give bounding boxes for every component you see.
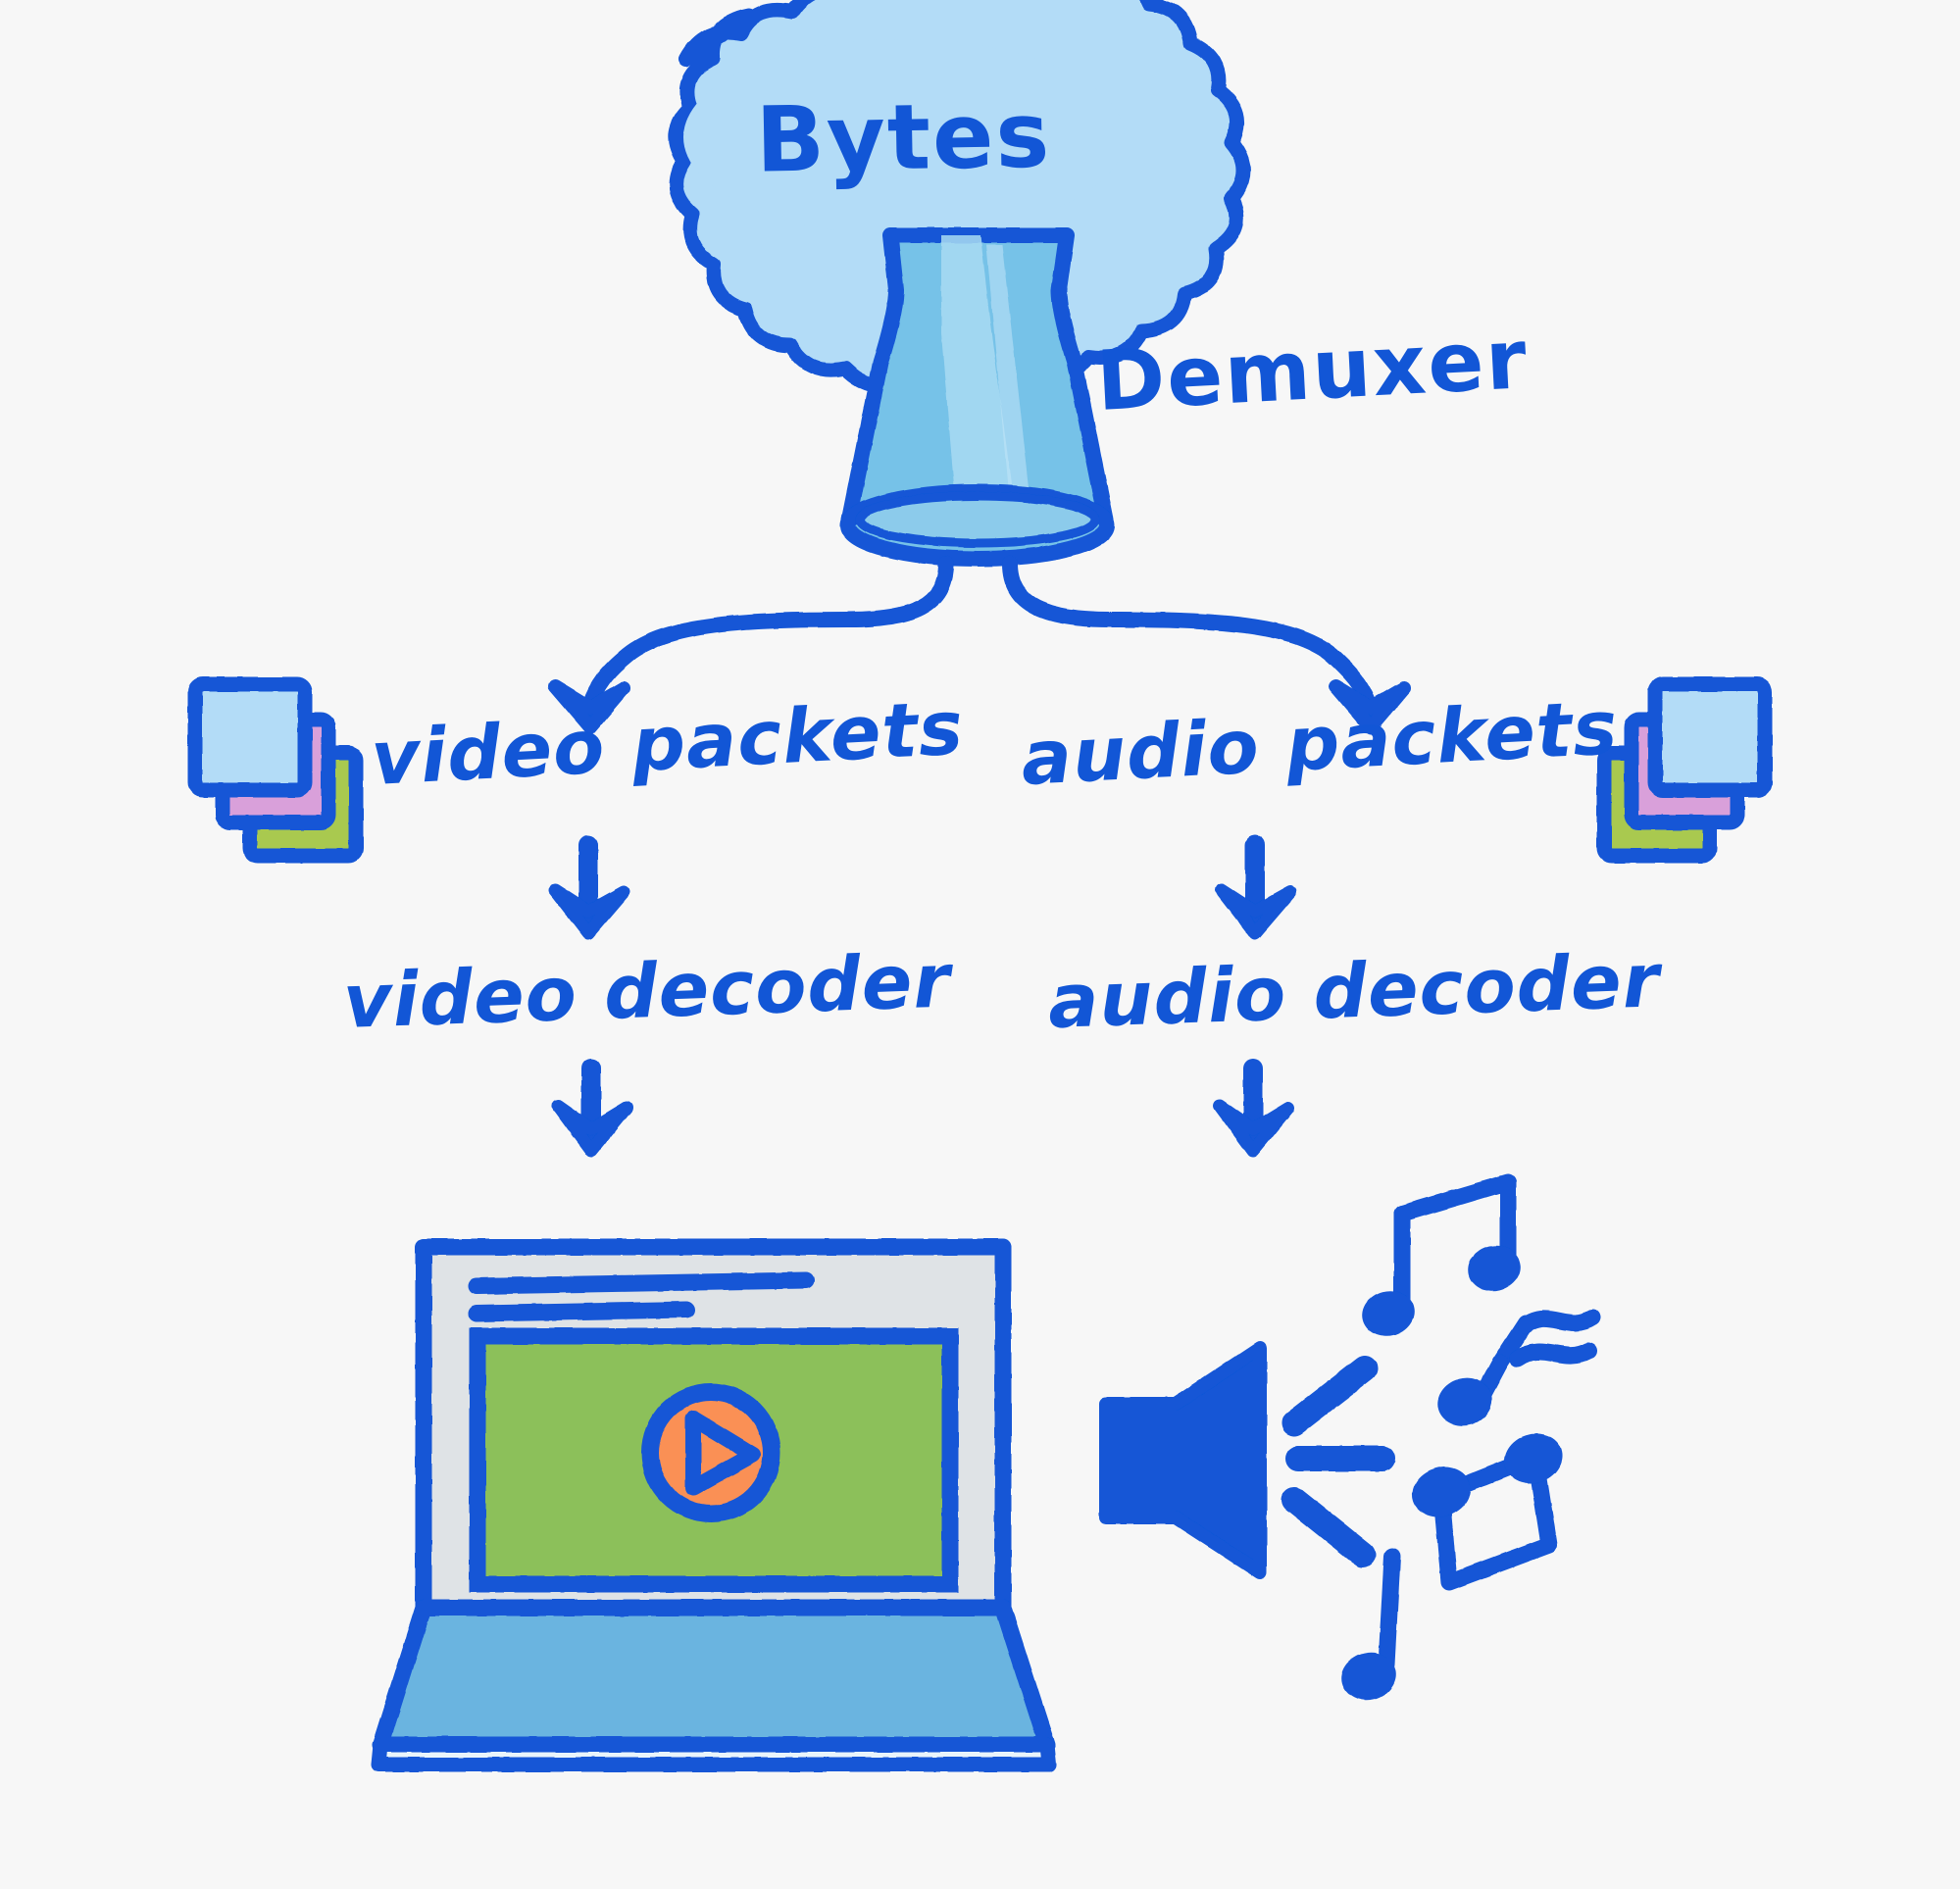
- bytes-label: Bytes: [755, 82, 1052, 192]
- funnel-base-inner-ellipse: [855, 491, 1100, 548]
- demuxer-funnel-icon: [840, 227, 1115, 567]
- music-note-quarter: [1341, 1548, 1401, 1701]
- demuxer-to-video-packets-arrow: [548, 556, 954, 734]
- audio-decoder-to-speaker-arrow: [1213, 1059, 1295, 1158]
- laptop-video-area: [469, 1327, 959, 1593]
- laptop-title-line-1: [468, 1271, 815, 1295]
- funnel-highlight: [941, 235, 1031, 510]
- video-decoder-to-laptop-arrow: [551, 1059, 633, 1158]
- audio-packets-label: audio packets: [1019, 683, 1620, 802]
- video-decoder-label: video decoder: [342, 936, 956, 1045]
- play-icon: [685, 1411, 761, 1496]
- music-note-beamed-pair-lower: [1412, 1433, 1563, 1591]
- music-note-sixteenth: [1437, 1309, 1601, 1426]
- laptop-title-line-2: [468, 1301, 695, 1322]
- sound-ray-lower: [1282, 1487, 1376, 1567]
- speaker-music-icon: [1099, 1173, 1601, 1701]
- audio-packet-stack-icon: [1596, 676, 1773, 864]
- bytes-cloud-inner-fill: [683, 39, 1125, 235]
- video-packets-to-video-decoder-arrow: [548, 835, 630, 940]
- demuxer-to-audio-packets-arrow: [1002, 556, 1411, 734]
- video-packets-label: video packets: [369, 683, 966, 802]
- audio-packets-to-audio-decoder-arrow: [1215, 835, 1297, 940]
- sound-ray-upper: [1282, 1356, 1378, 1436]
- demuxer-label: Demuxer: [1094, 311, 1531, 429]
- video-packet-stack-icon: [187, 676, 364, 864]
- music-note-beamed-pair: [1362, 1173, 1521, 1337]
- laptop-base-lip: [371, 1737, 1057, 1772]
- audio-decoder-label: audio decoder: [1047, 936, 1665, 1045]
- play-button-circle: [641, 1383, 780, 1522]
- speaker-icon: [1099, 1341, 1267, 1579]
- laptop-video-player-icon: [371, 1238, 1057, 1772]
